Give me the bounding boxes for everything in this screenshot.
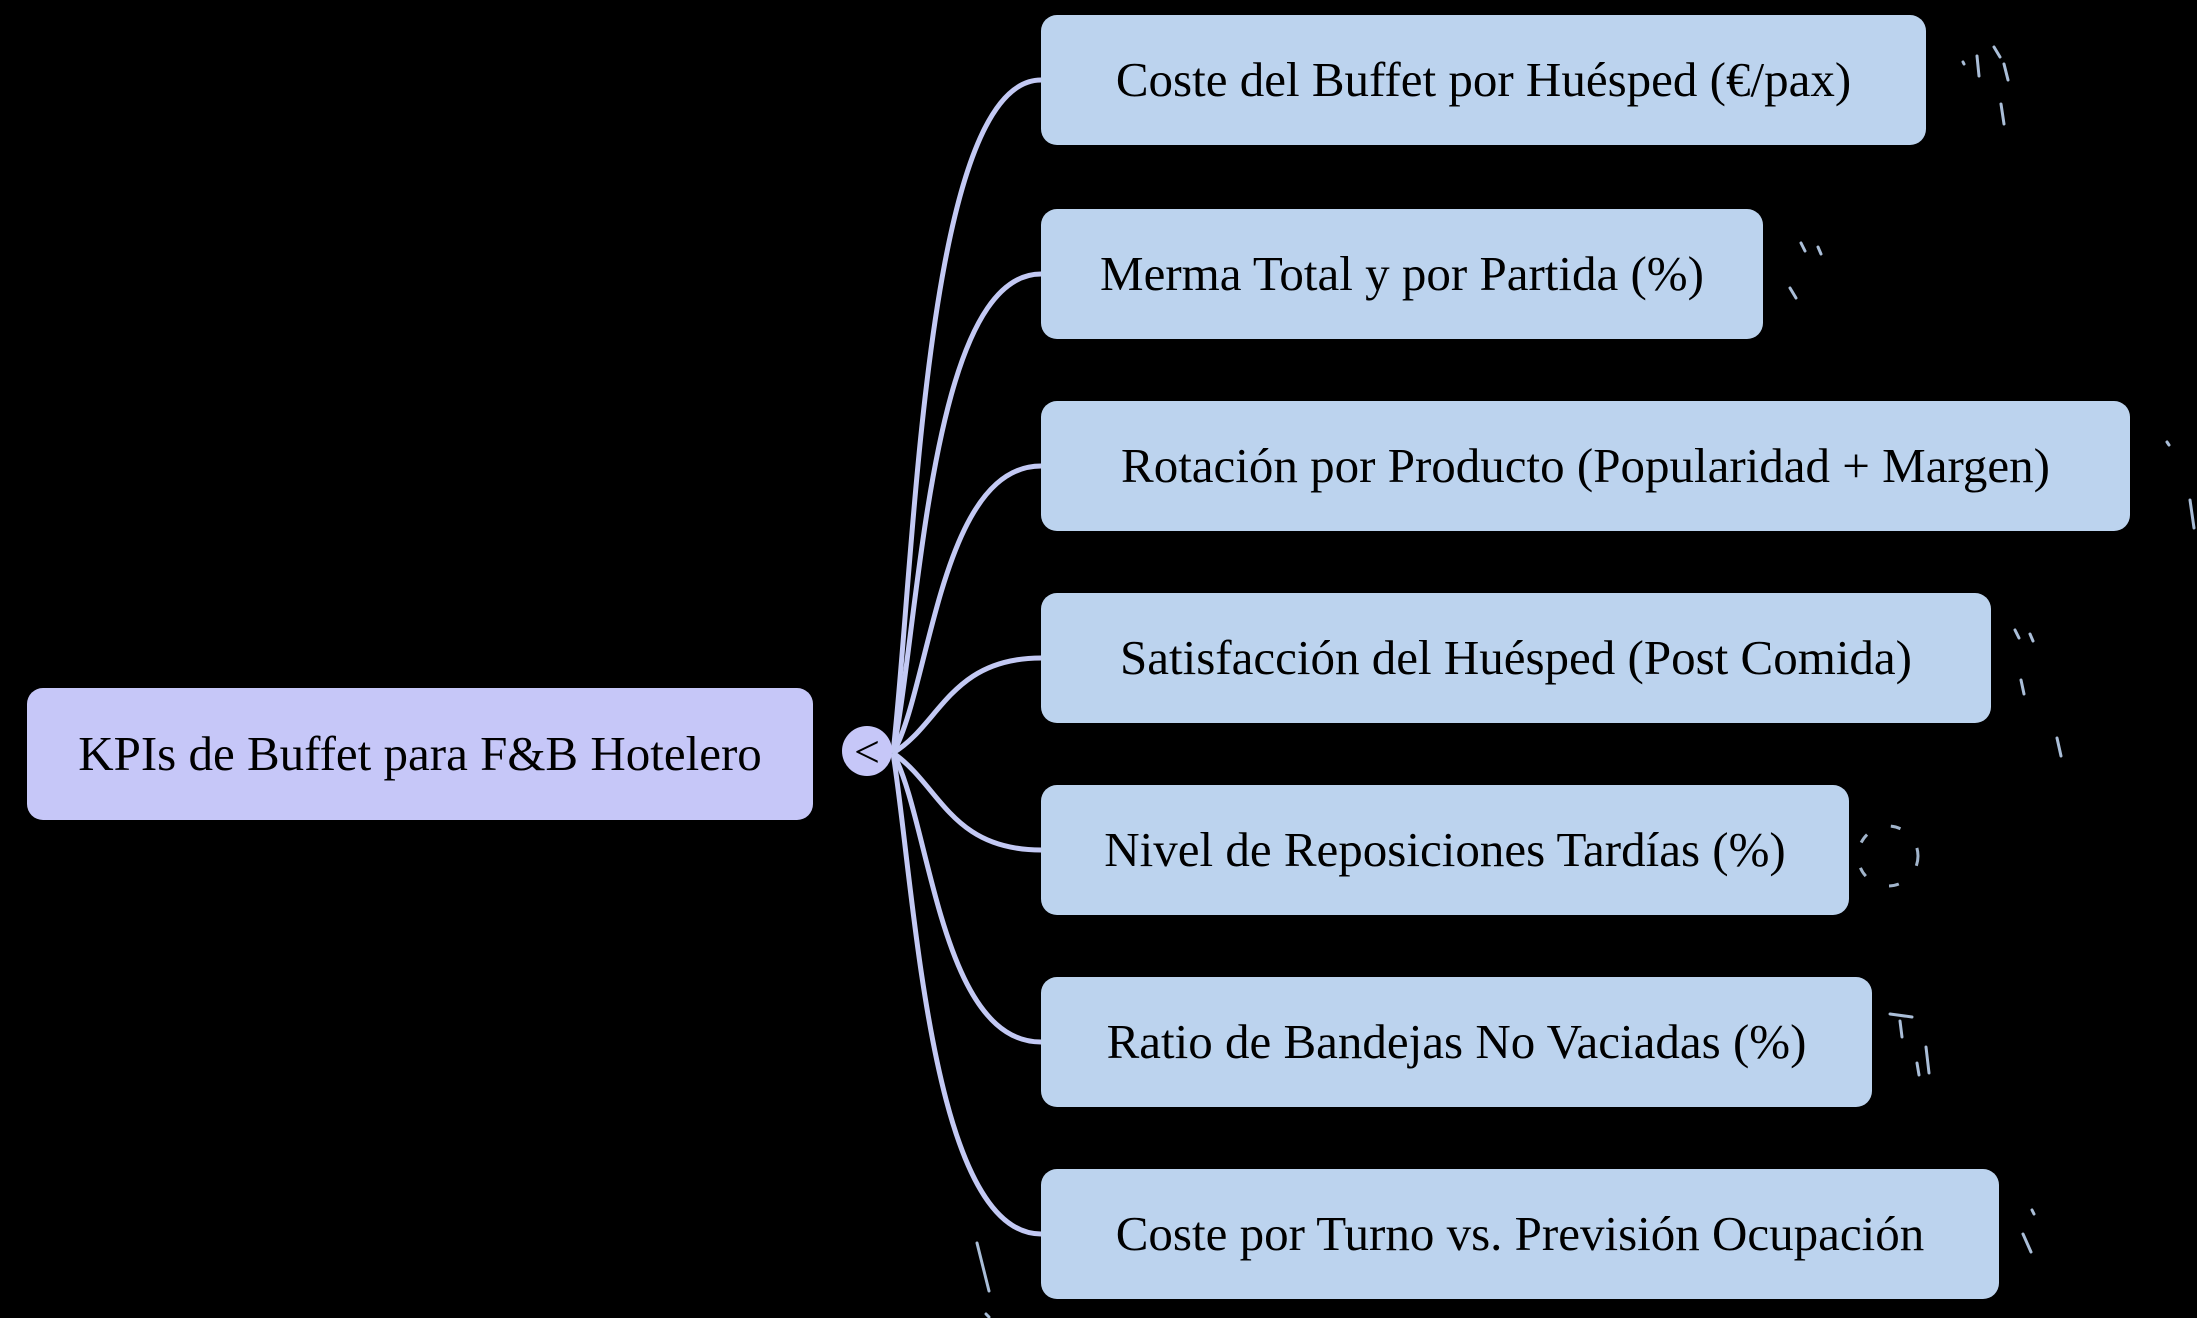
glyph-fragment-mark-3 — [2165, 440, 2196, 530]
junction-circle: < — [842, 725, 892, 777]
glyph-fragment-mark-6 — [1888, 1012, 1931, 1077]
branch-node-label: Rotación por Producto (Popularidad + Mar… — [1121, 438, 2050, 494]
edge-root-to-branch-4 — [891, 655, 1042, 756]
branch-node-rotacion-producto: Rotación por Producto (Popularidad + Mar… — [1041, 401, 2130, 531]
branch-node-label: Coste por Turno vs. Previsión Ocupación — [1115, 1206, 1925, 1262]
edge-root-to-branch-5 — [891, 750, 1042, 853]
glyph-fragment-mark-4 — [2013, 628, 2063, 758]
glyph-fragment-mark-1 — [1961, 45, 2010, 126]
branch-node-reposiciones-tardias: Nivel de Reposiciones Tardías (%) — [1041, 785, 1849, 915]
branch-node-bandejas-no-vaciadas: Ratio de Bandejas No Vaciadas (%) — [1041, 977, 1872, 1107]
glyph-fragment-mark-7 — [2021, 1208, 2036, 1254]
glyph-fragment-mark-8 — [975, 1241, 991, 1318]
glyph-fragment-ring-5 — [1856, 824, 1920, 888]
glyph-fragment-mark-2 — [1788, 241, 1823, 300]
branch-node-merma-total: Merma Total y por Partida (%) — [1041, 209, 1763, 339]
branch-node-coste-buffet: Coste del Buffet por Huésped (€/pax) — [1041, 15, 1926, 145]
edge-root-to-branch-1 — [890, 77, 1042, 754]
branch-node-label: Coste del Buffet por Huésped (€/pax) — [1115, 52, 1852, 108]
edge-root-to-branch-7 — [890, 752, 1042, 1237]
root-node: KPIs de Buffet para F&B Hotelero — [27, 688, 813, 820]
edge-root-to-branch-6 — [890, 751, 1042, 1045]
branch-node-label: Merma Total y por Partida (%) — [1100, 246, 1704, 302]
edge-root-to-branch-3 — [890, 463, 1042, 755]
branch-node-satisfaccion-huesped: Satisfacción del Huésped (Post Comida) — [1041, 593, 1991, 723]
edge-root-to-branch-2 — [890, 271, 1042, 754]
branch-node-label: Nivel de Reposiciones Tardías (%) — [1104, 822, 1786, 878]
branch-node-coste-por-turno: Coste por Turno vs. Previsión Ocupación — [1041, 1169, 1999, 1299]
junction-symbol: < — [854, 725, 880, 777]
branch-node-label: Ratio de Bandejas No Vaciadas (%) — [1106, 1014, 1807, 1070]
root-node-label: KPIs de Buffet para F&B Hotelero — [78, 726, 762, 782]
branch-node-label: Satisfacción del Huésped (Post Comida) — [1119, 630, 1912, 686]
